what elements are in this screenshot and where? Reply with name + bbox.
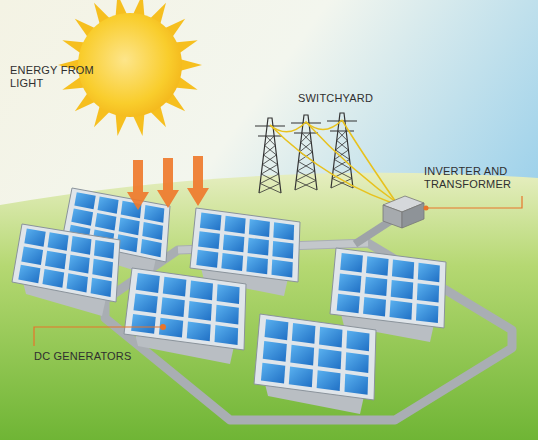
solar-cell bbox=[391, 280, 413, 299]
solar-cell bbox=[161, 297, 185, 317]
light-arrow bbox=[187, 156, 209, 206]
solar-cell bbox=[249, 219, 270, 237]
solar-cell bbox=[71, 208, 93, 225]
solar-cell bbox=[94, 240, 114, 259]
solar-cell bbox=[319, 327, 342, 348]
pylon bbox=[291, 115, 321, 190]
solar-cell bbox=[69, 255, 90, 274]
solar-cell bbox=[365, 277, 388, 296]
solar-cell bbox=[187, 321, 211, 341]
solar-cell bbox=[67, 273, 88, 292]
solar-cell bbox=[292, 323, 316, 344]
solar-cell bbox=[119, 218, 140, 236]
solar-cell bbox=[261, 363, 285, 384]
solar-cell bbox=[95, 213, 116, 230]
leader-dot bbox=[424, 206, 429, 211]
solar-cell bbox=[136, 273, 160, 293]
solar-cell bbox=[91, 278, 112, 297]
solar-cell bbox=[273, 222, 294, 240]
leader-dot bbox=[160, 324, 166, 330]
solar-cell bbox=[289, 366, 313, 387]
solar-cell bbox=[271, 260, 292, 278]
pylon bbox=[255, 118, 285, 193]
solar-cell bbox=[417, 283, 439, 302]
light-arrows bbox=[127, 156, 209, 210]
solar-cell bbox=[48, 232, 69, 250]
solar-cell bbox=[265, 319, 289, 340]
solar-cell bbox=[131, 314, 156, 334]
solar-cell bbox=[71, 236, 92, 255]
light-arrow bbox=[157, 158, 179, 208]
solar-cell bbox=[248, 238, 269, 256]
solar-cell bbox=[144, 205, 164, 223]
solar-panels bbox=[12, 188, 446, 414]
solar-cell bbox=[363, 297, 386, 316]
solar-cell bbox=[18, 265, 40, 284]
pylons bbox=[255, 113, 357, 193]
solar-cell bbox=[188, 301, 212, 321]
solar-cell bbox=[416, 304, 438, 323]
solar-cell bbox=[317, 370, 341, 391]
wire bbox=[306, 122, 404, 208]
solar-cell bbox=[42, 269, 64, 288]
solar-cell bbox=[246, 256, 268, 274]
solar-cell bbox=[418, 263, 440, 282]
solar-cell bbox=[224, 216, 245, 234]
solar-cell bbox=[221, 253, 243, 271]
label: SWITCHYARD bbox=[298, 92, 408, 105]
solar-panel bbox=[12, 224, 120, 316]
sun-ray bbox=[180, 59, 202, 71]
label: ENERGY FROM LIGHT bbox=[10, 64, 102, 90]
solar-cell bbox=[24, 229, 45, 247]
solar-cell bbox=[45, 251, 66, 270]
solar-cell bbox=[390, 300, 413, 319]
solar-cell bbox=[200, 213, 222, 231]
solar-cell bbox=[92, 259, 113, 278]
leader-line bbox=[426, 196, 522, 208]
solar-cell bbox=[263, 341, 287, 362]
pylon bbox=[327, 113, 357, 188]
leader-line bbox=[34, 327, 163, 346]
solar-cell bbox=[98, 197, 119, 214]
wire bbox=[270, 120, 342, 132]
power-lines bbox=[270, 120, 408, 208]
inverter-box bbox=[383, 196, 424, 228]
label: DC GENERATORS bbox=[34, 350, 154, 363]
solar-cell bbox=[159, 318, 183, 338]
light-arrow bbox=[127, 160, 149, 210]
solar-cell bbox=[133, 293, 157, 313]
label: INVERTER AND TRANSFORMER bbox=[424, 165, 534, 191]
solar-cell bbox=[272, 241, 293, 259]
solar-cell bbox=[392, 259, 414, 278]
solar-cell bbox=[366, 256, 388, 275]
solar-cell bbox=[337, 294, 360, 313]
solar-cell bbox=[318, 348, 342, 369]
solar-cell bbox=[74, 192, 95, 209]
solar-panel bbox=[254, 314, 376, 414]
solar-cell bbox=[21, 247, 43, 265]
solar-cell bbox=[344, 374, 368, 395]
solar-cell bbox=[217, 284, 240, 304]
solar-cell bbox=[196, 250, 218, 268]
solar-cell bbox=[290, 345, 314, 366]
solar-cell bbox=[190, 280, 213, 300]
solar-cell bbox=[223, 234, 245, 252]
solar-cell bbox=[345, 352, 368, 373]
leader-lines bbox=[34, 196, 522, 346]
solar-cell bbox=[338, 273, 361, 292]
solar-cell bbox=[198, 231, 220, 249]
solar-cell bbox=[340, 253, 363, 272]
wire bbox=[270, 125, 408, 208]
solar-cell bbox=[141, 239, 162, 257]
ground bbox=[0, 173, 538, 440]
solar-cell bbox=[346, 330, 369, 351]
solar-cell bbox=[215, 325, 239, 345]
solar-cell bbox=[216, 305, 239, 325]
solar-cell bbox=[163, 277, 187, 297]
solar-panel bbox=[124, 268, 246, 364]
frame-rail bbox=[105, 243, 512, 420]
solar-cell bbox=[142, 222, 163, 240]
